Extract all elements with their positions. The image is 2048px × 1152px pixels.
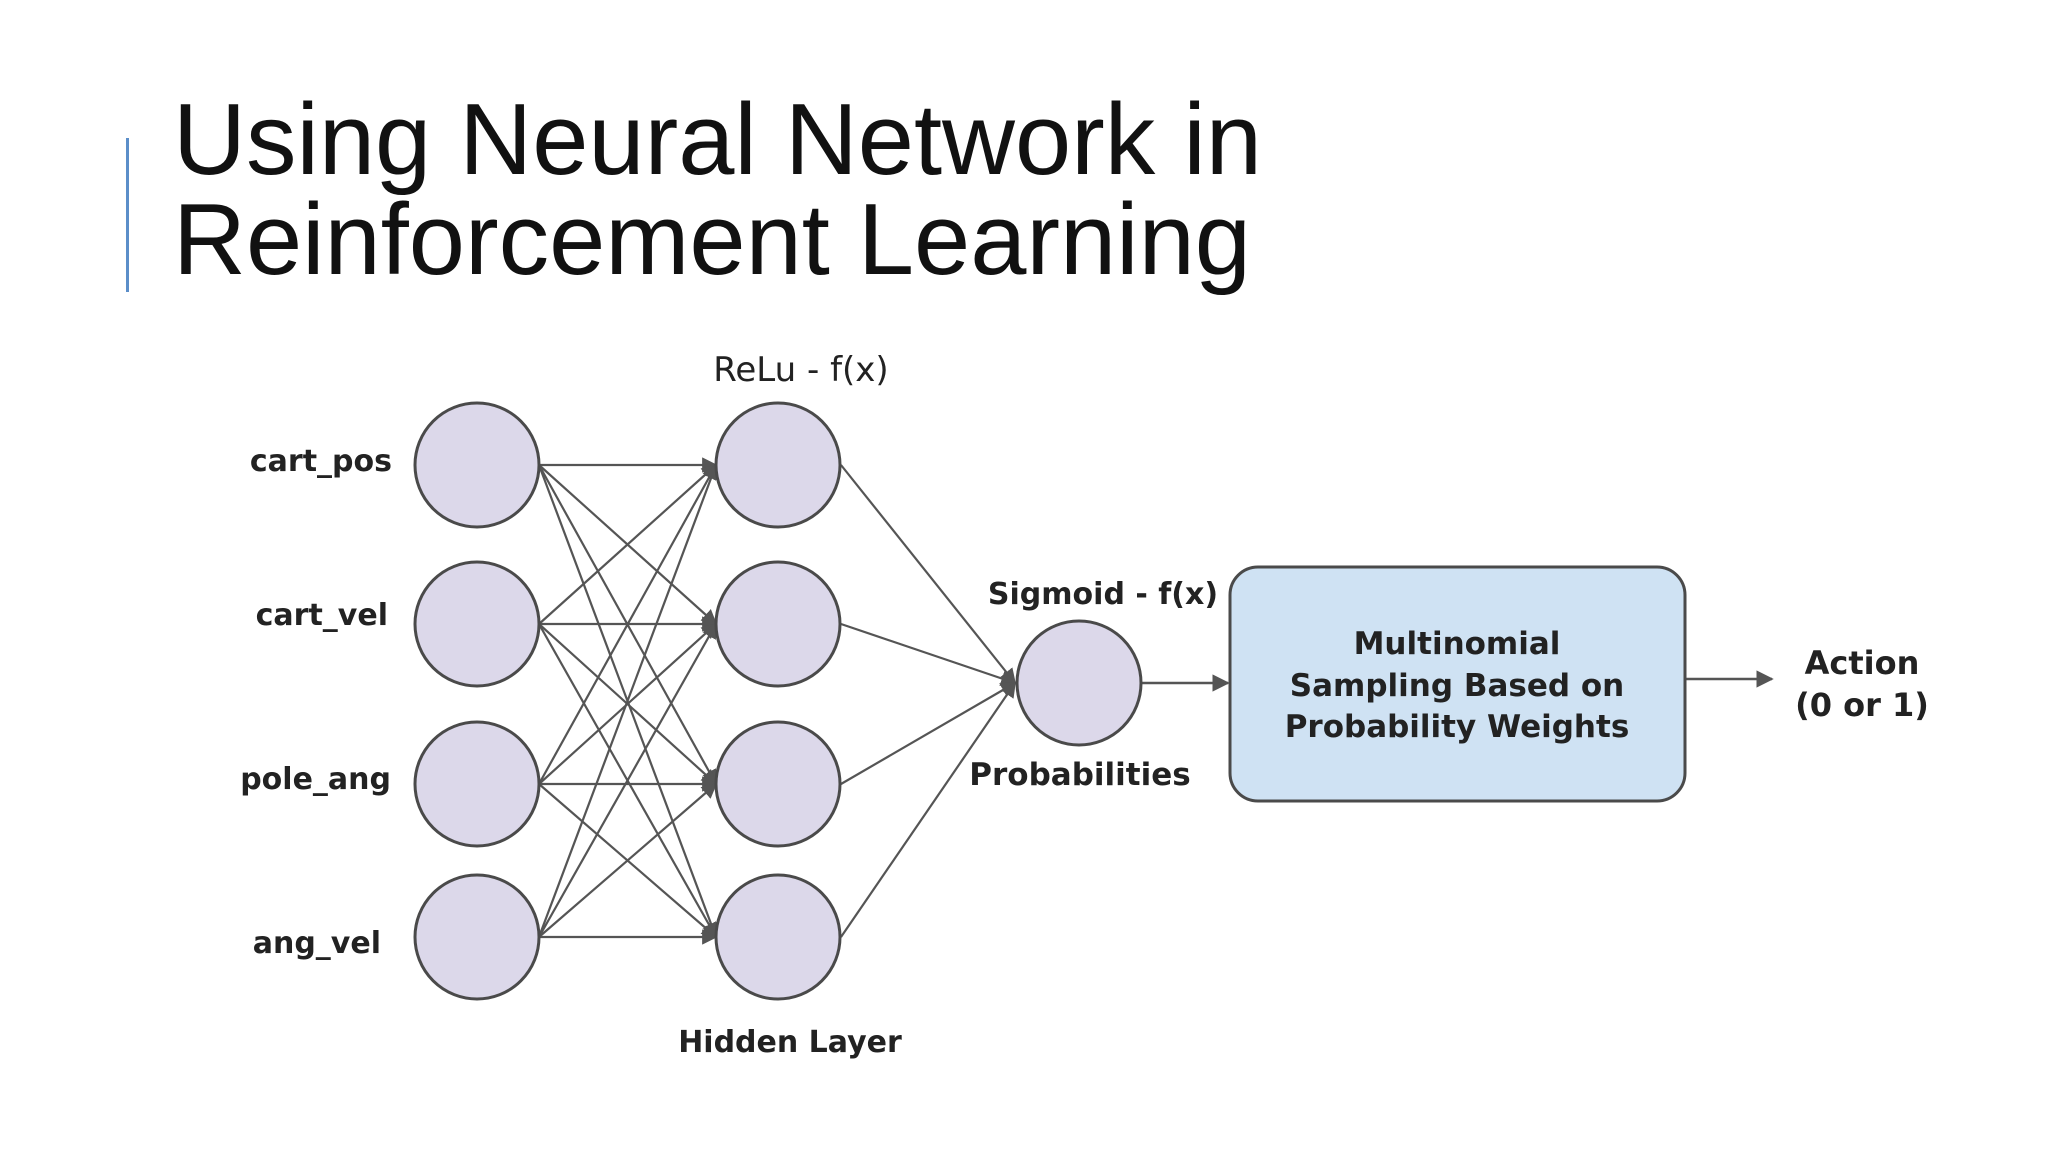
input-node-ang-vel [413,873,541,1001]
edge-h4-out [840,681,1016,938]
action-label-line-1: Action [1805,644,1920,682]
hidden-node-2 [714,560,842,688]
hidden-node-1 [714,401,842,529]
input-label-cart-vel: cart_vel [256,598,388,633]
input-node-pole-ang [413,720,541,848]
edge-i4-h3 [538,782,718,938]
input-label-pole-ang: pole_ang [240,762,391,797]
output-node [1015,619,1143,747]
input-node-cart-pos [413,401,541,529]
hidden-to-output-edges [840,464,1017,938]
hidden-activation-label: ReLu - f(x) [713,350,888,390]
edge-h2-out [840,622,1017,686]
title-line-2: Reinforcement Learning [173,184,1251,296]
edge-i4-h2 [538,622,717,938]
input-label-ang-vel: ang_vel [253,926,381,961]
action-label-line-2: (0 or 1) [1795,686,1929,724]
input-to-hidden-edges [537,457,719,945]
output-label: Probabilities [969,757,1190,793]
title-line-1: Using Neural Network in [173,84,1262,196]
sampling-box-line-2: Sampling Based on [1290,668,1624,704]
slide-title: Using Neural Network in Reinforcement Le… [173,84,1262,296]
output-activation-label: Sigmoid - f(x) [988,577,1218,612]
sampling-box-line-3: Probability Weights [1285,709,1630,745]
input-layer [413,401,541,1001]
edge-i4-h1 [537,463,719,938]
edge-i3-h1 [538,463,717,785]
hidden-layer [714,401,842,1001]
hidden-node-4 [714,873,842,1001]
input-label-cart-pos: cart_pos [250,444,392,479]
sampling-box-line-1: Multinomial [1354,626,1561,662]
edge-h3-out [840,682,1017,785]
title-accent-bar [126,138,129,292]
hidden-layer-label: Hidden Layer [678,1025,902,1060]
hidden-node-3 [714,720,842,848]
edge-h1-out [840,464,1016,685]
sampling-box [1228,565,1687,803]
edge-i2-h1 [538,463,718,625]
input-node-cart-vel [413,560,541,688]
